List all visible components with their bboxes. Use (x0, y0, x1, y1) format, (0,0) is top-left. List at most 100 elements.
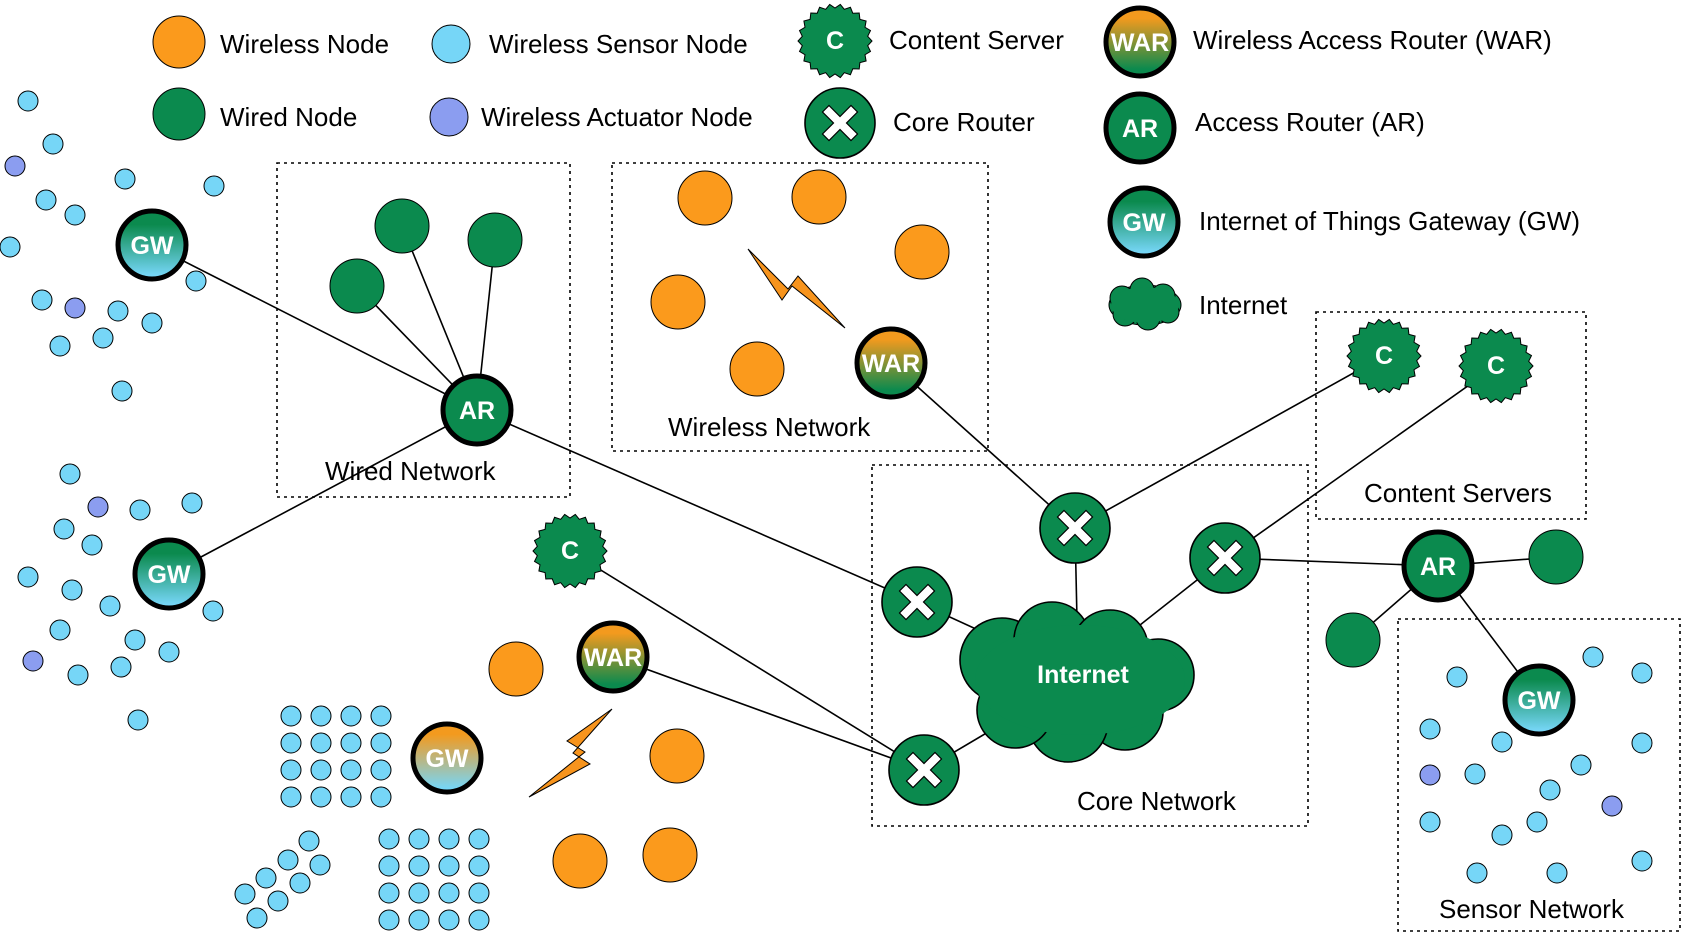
sensor-node (309, 854, 331, 876)
link-war-core-top (890, 362, 1076, 529)
zigzag-circle-icon (797, 3, 873, 79)
legend (152, 15, 1182, 331)
ar-label: AR (1420, 553, 1456, 581)
sensor-node (59, 463, 81, 485)
content-servers-label: Content Servers (1364, 478, 1552, 508)
sensor-node (129, 499, 151, 521)
sensor-node (158, 641, 180, 663)
sensor-node (1526, 811, 1548, 833)
sensor-node-legend-icon (431, 24, 471, 64)
sensor-node (340, 705, 362, 727)
sensor-node (408, 855, 430, 877)
sensor-node (181, 492, 203, 514)
wired-node (1528, 529, 1584, 585)
sensor-node (280, 732, 302, 754)
actuator-node (4, 155, 26, 177)
wireless-links (528, 248, 846, 798)
wireless-node-legend-icon (152, 15, 206, 69)
content-server-3: C (532, 513, 608, 589)
sensor-node (255, 867, 277, 889)
sensor-node (42, 133, 64, 155)
sensor-node (1491, 731, 1513, 753)
sensor-node (438, 909, 460, 931)
content-servers-region (1315, 311, 1587, 520)
gw-label: GW (1517, 687, 1560, 715)
region-boxes (276, 162, 1681, 932)
sensor-node (340, 732, 362, 754)
sensor-node (49, 619, 71, 641)
sensor-node (280, 759, 302, 781)
wired-node (467, 212, 523, 268)
sensor-network-label: Sensor Network (1439, 894, 1625, 924)
sensor-node (114, 168, 136, 190)
core-router-right (1189, 522, 1261, 594)
legend-war: Wireless Access Router (WAR) (1193, 25, 1552, 55)
sensor-node (289, 872, 311, 894)
wired-node (374, 198, 430, 254)
sensor-node (378, 909, 400, 931)
sensor-node (1546, 862, 1568, 884)
sensor-node (203, 175, 225, 197)
legend-content-server: Content Server (889, 25, 1064, 55)
content-server-label: C (1375, 342, 1393, 370)
legend-labels: Wireless Node Wired Node Wireless Sensor… (220, 25, 1580, 320)
legend-wireless-actuator-node: Wireless Actuator Node (481, 102, 753, 132)
ar-label: AR (459, 397, 495, 425)
sensor-node (468, 828, 490, 850)
sensor-node (1419, 718, 1441, 740)
link-cs-core-bottom (569, 550, 925, 771)
sensor-node (378, 828, 400, 850)
sensor-node (92, 327, 114, 349)
wireless-node (552, 833, 608, 889)
core-network-region (871, 464, 1309, 827)
sensor-node (370, 732, 392, 754)
sensor-node (280, 786, 302, 808)
sensor-node (310, 705, 332, 727)
gw-label: GW (1122, 209, 1165, 237)
war-label: WAR (1111, 29, 1169, 57)
sensor-node (202, 600, 224, 622)
wireless-node (650, 274, 706, 330)
sensor-node (1419, 811, 1441, 833)
actuator-node-legend-icon (429, 97, 469, 137)
sensor-node (185, 270, 207, 292)
zigzag-circle-icon (532, 513, 608, 589)
region-labels: Wired Network Wireless Network Content S… (325, 412, 1625, 924)
sensor-node (127, 709, 149, 731)
core-network-label: Core Network (1077, 786, 1237, 816)
sensor-node (468, 909, 490, 931)
sensor-node (378, 855, 400, 877)
sensor-node (110, 656, 132, 678)
legend-wireless-node: Wireless Node (220, 29, 389, 59)
sensor-node (49, 335, 71, 357)
wireless-network-region (611, 162, 989, 452)
link-core-top-cs1 (1074, 355, 1385, 529)
sensor-node (141, 312, 163, 334)
lightning-bolt-icon (747, 248, 846, 329)
wired-network-region (276, 162, 571, 498)
sensor-node (1464, 763, 1486, 785)
internet-label: Internet (1037, 661, 1129, 689)
war-wireless-network: WAR (854, 326, 928, 400)
ar-legend-icon: AR (1103, 91, 1177, 165)
core-router-legend-icon (804, 87, 876, 159)
actuator-node (64, 297, 86, 319)
legend-gw: Internet of Things Gateway (GW) (1199, 206, 1580, 236)
lightning-bolt-icon (528, 708, 613, 798)
sensor-node (340, 786, 362, 808)
sensor-node (246, 907, 268, 929)
gw-legend-icon: GW (1107, 185, 1181, 259)
sensor-node (17, 566, 39, 588)
sensor-node (310, 786, 332, 808)
sensor-node (370, 786, 392, 808)
wireless-node (791, 169, 847, 225)
sensor-node (1446, 666, 1468, 688)
link-war-core-bottom (612, 656, 925, 771)
actuator-node (1601, 795, 1623, 817)
wireless-node (677, 170, 733, 226)
sensor-node (438, 828, 460, 850)
content-server-1: C (1346, 318, 1422, 394)
sensor-node (61, 579, 83, 601)
war-label: WAR (584, 644, 642, 672)
